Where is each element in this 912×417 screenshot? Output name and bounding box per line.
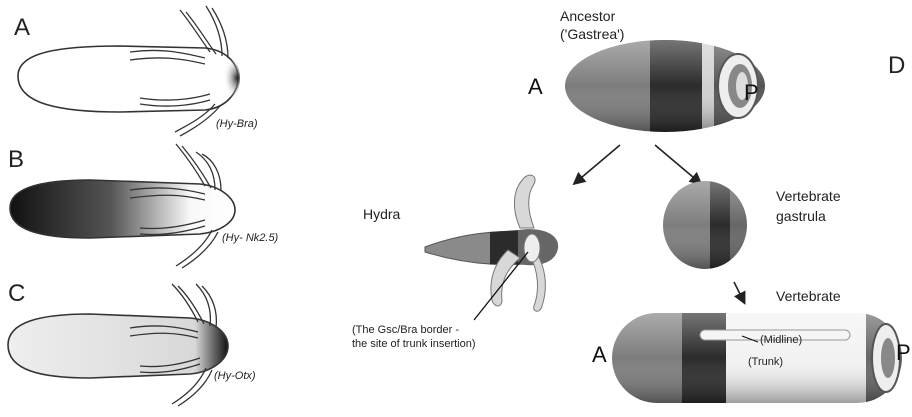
- trunk-label: (Trunk): [748, 356, 783, 368]
- panel-a-label: A: [14, 14, 30, 42]
- ancestor-anterior-label: A: [528, 74, 543, 100]
- hydra-note-line2: the site of trunk insertion): [352, 338, 476, 351]
- vertebrate-posterior-label: P: [896, 340, 911, 366]
- ancestor-gastrea-model: [560, 36, 774, 136]
- panel-b-label: B: [8, 146, 24, 174]
- gastrula-label-line2: gastrula: [776, 208, 826, 224]
- midline-label: (Midline): [760, 334, 802, 346]
- arrow-to-vertebrate: [734, 282, 744, 302]
- vertebrate-anterior-label: A: [592, 342, 607, 368]
- ancestor-subtitle: ('Gastrea'): [560, 26, 624, 42]
- arrow-to-hydra: [575, 145, 620, 183]
- ancestor-title: Ancestor: [560, 8, 615, 24]
- vertebrate-gastrula-model: [660, 180, 750, 270]
- gene-label-otx: (Hy-Otx): [214, 370, 256, 382]
- panel-c-label: C: [8, 280, 25, 308]
- hydra-note-line1: (The Gsc/Bra border -: [352, 324, 459, 337]
- gastrula-label-line1: Vertebrate: [776, 188, 841, 204]
- hydra-3d-model: [425, 175, 558, 320]
- hydra-otx-drawing: [8, 284, 228, 406]
- arrow-to-gastrula: [655, 145, 700, 183]
- hydra-label: Hydra: [363, 206, 400, 222]
- ancestor-posterior-label: P: [744, 80, 759, 106]
- gene-label-bra: (Hy-Bra): [216, 118, 258, 130]
- hydra-bra-drawing: [18, 6, 240, 136]
- vertebrate-label: Vertebrate: [776, 288, 841, 304]
- panel-d-label: D: [888, 52, 905, 80]
- hydra-nk-drawing: [10, 144, 235, 268]
- gene-label-nk: (Hy- Nk2.5): [222, 232, 278, 244]
